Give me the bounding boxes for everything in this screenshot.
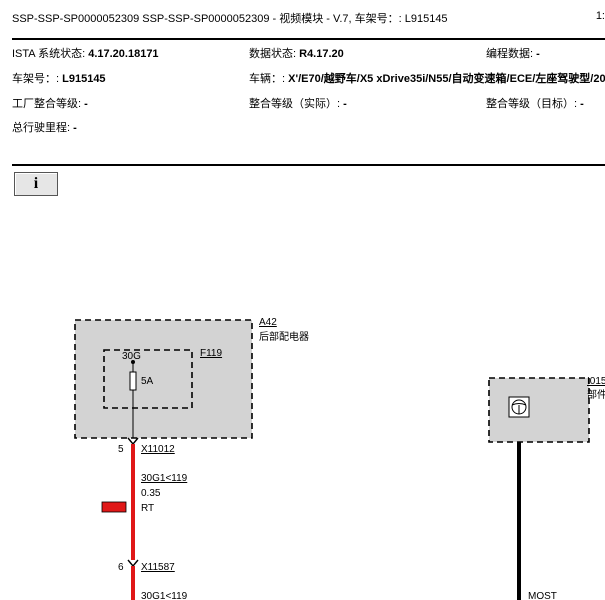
wire-30g1-link-2[interactable]: 30G1<119 [141, 591, 188, 600]
connector-arrow-1-icon [127, 437, 139, 446]
ista-status-value: 4.17.20.18171 [88, 48, 159, 60]
a42-description: 后部配电器 [259, 330, 309, 343]
fuse-symbol-icon [129, 371, 137, 391]
a42-link[interactable]: A42 [259, 317, 277, 328]
right-component-link[interactable]: I015 [587, 376, 605, 387]
right-component-box [488, 377, 590, 443]
fuse-junction-dot [131, 360, 135, 364]
data-status-value: R4.17.20 [299, 48, 344, 60]
total-mileage-value: - [73, 122, 77, 134]
vehicle-label: 车辆：: [249, 73, 286, 85]
most-bus-label: MOST [528, 591, 557, 600]
right-component-description: 部件 [587, 388, 605, 401]
programming-data: 编程数据: - [486, 45, 540, 61]
wire-30g1-link-1[interactable]: 30G1<119 [141, 473, 188, 484]
ista-status: ISTA 系统状态: 4.17.20.18171 [12, 45, 159, 61]
vehicle: 车辆：: X'/E70/越野车/X5 xDrive35i/N55/自动变速箱/E… [249, 70, 605, 86]
vehicle-value: X'/E70/越野车/X5 xDrive35i/N55/自动变速箱/ECE/左座… [288, 73, 605, 85]
wire-cross-section: 0.35 [141, 488, 161, 499]
page-number: 1: [595, 10, 605, 22]
wire-color-swatch [101, 501, 127, 513]
connector-x11587-link[interactable]: X11587 [141, 562, 175, 573]
target-integration-value: - [580, 98, 584, 110]
data-status: 数据状态: R4.17.20 [249, 45, 344, 61]
fuse-pin-label: 30G [122, 351, 141, 362]
factory-integration-label: 工厂整合等级: [12, 98, 82, 110]
actual-integration-value: - [343, 98, 347, 110]
f119-fuse-box [103, 349, 193, 409]
info-divider [12, 164, 605, 166]
vin-label: 车架号：: [12, 73, 60, 85]
info-icon[interactable]: i [14, 172, 58, 196]
data-status-label: 数据状态: [249, 48, 297, 60]
factory-integration-value: - [84, 98, 88, 110]
actual-integration-level: 整合等级（实际）: - [249, 95, 347, 111]
vin: 车架号：: L915145 [12, 70, 106, 86]
wire-color-code: RT [141, 503, 154, 514]
connector-x11012-link[interactable]: X11012 [141, 444, 175, 455]
pin-number-1: 5 [118, 444, 124, 455]
steering-wheel-icon [508, 396, 530, 418]
ista-status-label: ISTA 系统状态: [12, 48, 86, 60]
document-title: SSP-SSP-SP0000052309 SSP-SSP-SP000005230… [12, 13, 448, 25]
vin-value: L915145 [62, 73, 106, 85]
target-integration-label: 整合等级（目标）: [486, 98, 578, 110]
fuse-rating: 5A [141, 376, 154, 387]
total-mileage: 总行驶里程: - [12, 119, 77, 135]
factory-integration-level: 工厂整合等级: - [12, 95, 88, 111]
programming-data-label: 编程数据: [486, 48, 534, 60]
pin-number-2: 6 [118, 562, 124, 573]
actual-integration-label: 整合等级（实际）: [249, 98, 341, 110]
f119-link[interactable]: F119 [200, 348, 222, 359]
programming-data-value: - [536, 48, 540, 60]
total-mileage-label: 总行驶里程: [12, 122, 71, 134]
target-integration-level: 整合等级（目标）: - [486, 95, 584, 111]
connector-arrow-2-icon [127, 559, 139, 568]
header-divider [12, 38, 605, 40]
a42-distribution-box [74, 319, 253, 439]
